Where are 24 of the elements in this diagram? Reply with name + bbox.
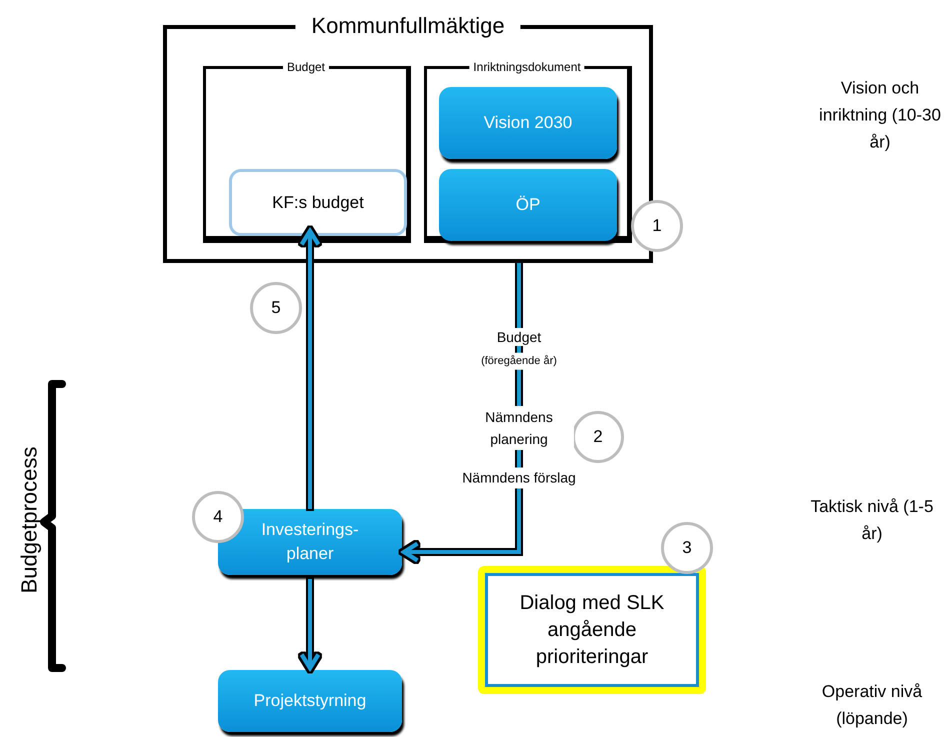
- budget-box: [229, 169, 407, 236]
- box-text: KF:s budget: [272, 192, 364, 214]
- arrow: [300, 579, 320, 670]
- level-label: Operativ nivå (löpande): [820, 681, 924, 730]
- arrow: [300, 228, 320, 509]
- group-heading: Budget: [282, 59, 330, 75]
- box-text: ÖP: [516, 194, 540, 216]
- process-box: [439, 87, 617, 159]
- number-text: 1: [652, 215, 662, 238]
- box-text: Investerings- planer: [260, 519, 360, 565]
- number-text: 2: [593, 426, 603, 448]
- group-heading: Inriktningsdokument: [469, 59, 585, 75]
- dialog-box: [478, 566, 706, 694]
- box-text: Vision 2030: [484, 112, 572, 134]
- box-text: Projektstyrning: [254, 690, 366, 712]
- level-label: Vision och inriktning (10-30 år): [818, 78, 942, 154]
- process-box: [218, 670, 402, 732]
- number-text: 3: [682, 537, 692, 560]
- number-text: 5: [271, 297, 281, 320]
- side-label: Budgetprocess: [16, 446, 42, 594]
- process-box: [439, 169, 617, 241]
- level-label: Taktisk nivå (1-5 år): [810, 496, 934, 545]
- box-text: Dialog med SLK angående prioriteringar: [518, 590, 666, 670]
- number-text: 4: [213, 506, 223, 528]
